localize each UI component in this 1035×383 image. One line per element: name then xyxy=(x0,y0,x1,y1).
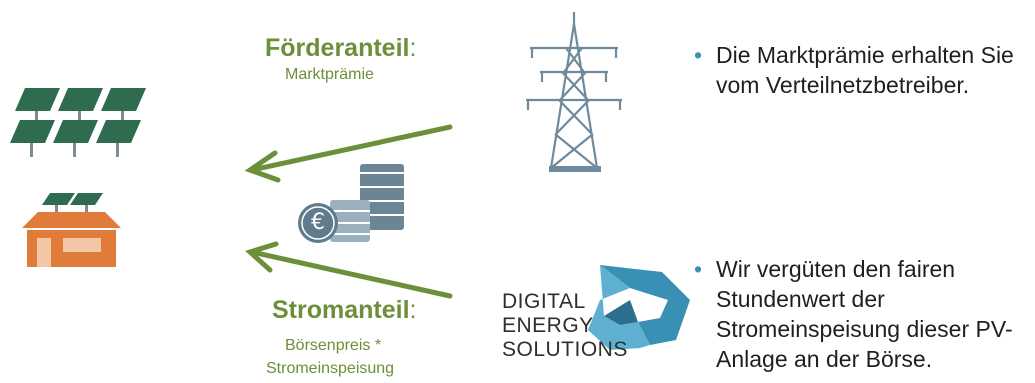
stromanteil-colon: : xyxy=(409,296,417,324)
logo-line-solutions: SOLUTIONS xyxy=(502,338,628,361)
bullet-stundenwert: • Wir vergüten den fairen Stundenwert de… xyxy=(694,254,1031,374)
coin-stack-icon xyxy=(298,164,404,243)
logo-line-energy: ENERGY xyxy=(502,314,594,337)
bullet-dot: • xyxy=(694,256,703,282)
foerderanteil-colon: : xyxy=(409,34,417,62)
bullet-dot: • xyxy=(694,42,703,68)
foerderanteil-subtitle: Marktprämie xyxy=(285,66,374,83)
power-pylon-icon xyxy=(526,12,622,169)
solar-panel-icon xyxy=(10,88,146,157)
stromanteil-subtitle-line2: Stromeinspeisung xyxy=(266,360,395,377)
stromanteil-subtitle-line1: Börsenpreis * xyxy=(285,337,382,354)
bullet-stundenwert-text: Wir vergüten den fairen Stundenwert der … xyxy=(716,256,1013,372)
digital-energy-solutions-logo-text: DIGITAL ENERGY SOLUTIONS xyxy=(502,290,628,362)
foerderanteil-title-text: Förderanteil xyxy=(265,34,410,62)
bullet-marktpraemie: • Die Marktprämie erhalten Sie vom Verte… xyxy=(694,40,1031,100)
pylon-base xyxy=(549,166,601,172)
stromanteil-title: Stromanteil: xyxy=(272,296,416,325)
euro-icon: € xyxy=(311,210,325,235)
bullet-marktpraemie-text: Die Marktprämie erhalten Sie vom Verteil… xyxy=(716,42,1014,98)
digital-energy-solutions-logo-mark xyxy=(588,265,690,350)
arrow-stromanteil xyxy=(245,241,453,299)
house-icon xyxy=(22,193,121,267)
arrow-foerderanteil xyxy=(244,124,453,183)
foerderanteil-title: Förderanteil: xyxy=(265,34,416,63)
stromanteil-title-text: Stromanteil xyxy=(272,296,410,324)
logo-line-digital: DIGITAL xyxy=(502,290,586,313)
